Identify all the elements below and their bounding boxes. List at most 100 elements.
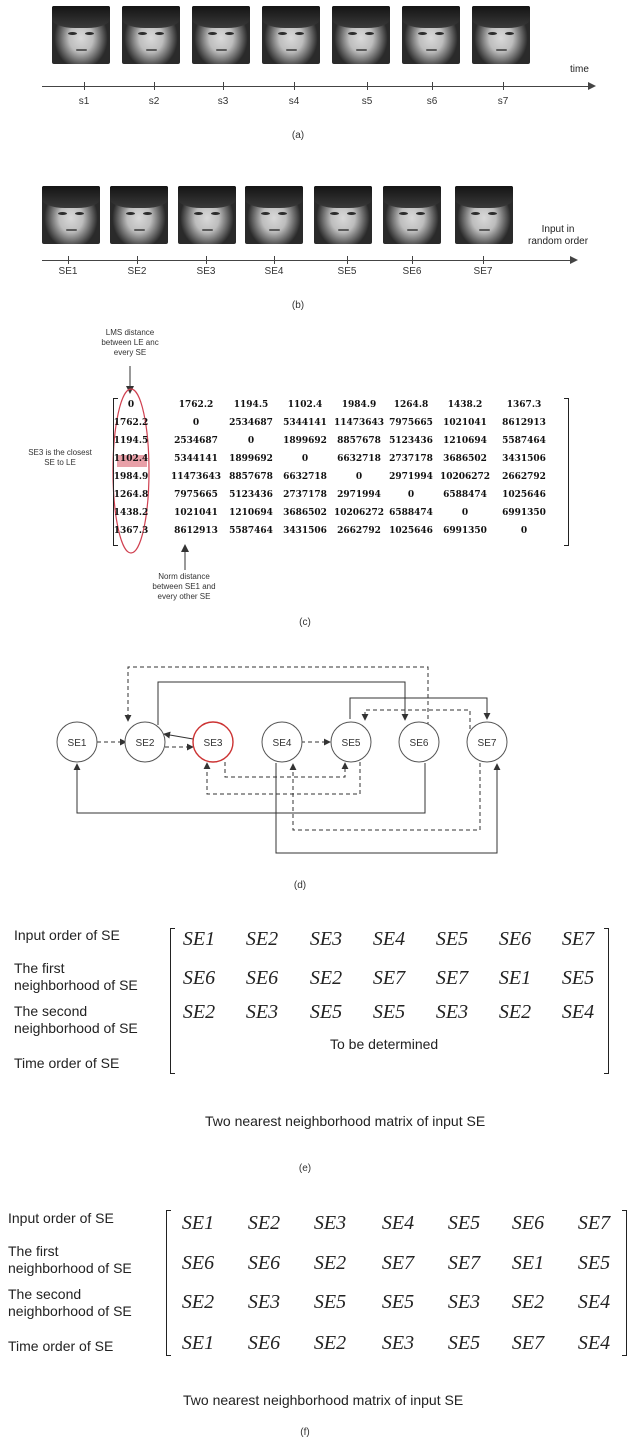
matrix-cell: 3431506 [502,454,546,464]
caption-a: (a) [291,130,305,141]
graph-node-label: SE7 [478,738,497,749]
face-mouth [269,229,280,231]
matrix-entry: SE1 [511,1252,545,1274]
matrix-cell: 11473643 [170,472,222,482]
graph-node [56,721,98,763]
face-mouth [76,49,87,51]
highlight-cell [117,455,147,467]
face-eye-left [58,212,67,215]
matrix-entry: SE6 [245,967,279,989]
row-label-line: Input order of SE [14,927,120,943]
face-hair [455,186,513,208]
face-eye-right [416,212,425,215]
face-eye-right [347,212,356,215]
matrix-cell: 2662792 [337,526,381,536]
face-eye-left [126,212,135,215]
face-hair [245,186,303,208]
matrix-cell: 10206272 [333,508,385,518]
matrix-cell: 0 [127,400,135,410]
face-mouth [202,229,213,231]
matrix-entry: SE5 [372,1001,406,1023]
row-label-line: The first [8,1243,59,1259]
edge-se3-se5-dashed [224,762,349,778]
face-eye-left [399,212,408,215]
face-eye-left [68,32,77,35]
matrix-entry: SE2 [182,1001,216,1023]
graph-node [192,721,234,763]
lms-arrow-head [126,386,134,394]
matrix-cell: 8612913 [174,526,218,536]
norm-note-line-1: Norm distance [158,572,210,581]
matrix-cell: 1762.2 [113,418,149,428]
closest-note-line-2: SE to LE [44,458,76,467]
matrix-entry: SE5 [313,1291,347,1313]
axis-tick [84,82,85,90]
matrix-cell: 1025646 [502,490,546,500]
caption-b: (b) [291,300,305,311]
matrix-cell: 1194.5 [113,436,149,446]
matrix-entry: SE6 [511,1212,545,1234]
matrix-entry: SE4 [577,1291,611,1313]
axis-tick [294,82,295,90]
matrix-entry: SE2 [511,1291,545,1313]
matrix-entry: SE6 [247,1332,281,1354]
face-image [472,6,530,64]
matrix-cell: 7975665 [389,418,433,428]
matrix-entry: SE2 [181,1291,215,1313]
matrix-entry: SE3 [447,1291,481,1313]
matrix-entry: SE3 [245,1001,279,1023]
face-eye-right [85,32,94,35]
matrix-entry: SE7 [577,1212,611,1234]
graph-node-label: SE4 [273,738,292,749]
axis-tick-label: s3 [217,96,229,107]
edge-se2-se6 [157,681,409,725]
face-mouth [356,49,367,51]
face-mouth [286,49,297,51]
matrix-cell: 1021041 [443,418,487,428]
matrix-entry: SE5 [447,1212,481,1234]
face-mouth [216,49,227,51]
matrix-cell: 6632718 [283,472,327,482]
axis-tick-label: s2 [148,96,160,107]
matrix-cell: 0 [355,472,363,482]
matrix-entry: SE5 [447,1332,481,1354]
matrix-entry: SE5 [561,967,595,989]
matrix-entry: SE1 [182,928,216,950]
matrix-cell: 6632718 [337,454,381,464]
matrix-entry: SE2 [313,1332,347,1354]
closest-note-line-1: SE3 is the closest [28,448,92,457]
row-label-line: The first [14,960,65,976]
matrix-e-bracket-right [604,928,609,1074]
row-label-line: Time order of SE [8,1338,114,1354]
face-eye-left [208,32,217,35]
matrix-entry: SE4 [372,928,406,950]
row-label-line: neighborhood of SE [8,1303,132,1319]
matrix-entry: SE6 [181,1252,215,1274]
matrix-cell: 1194.5 [233,400,269,410]
matrix-cell: 10206272 [439,472,491,482]
graph-node-label: SE2 [136,738,155,749]
axis-tick [137,256,138,264]
axis-tick [154,82,155,90]
matrix-cell: 2971994 [389,472,433,482]
face-hair [472,6,530,28]
axis-tick-label: SE7 [473,266,493,277]
matrix-entry: SE2 [498,1001,532,1023]
face-image [455,186,513,244]
axis-tick [503,82,504,90]
axis-tick-label: SE5 [337,266,357,277]
matrix-cell: 5344141 [174,454,218,464]
matrix-cell: 1367.3 [506,400,542,410]
face-hair [402,6,460,28]
pending-label: To be determined [330,1036,439,1052]
axis-tick [483,256,484,264]
axis-tick [412,256,413,264]
matrix-entry: SE2 [245,928,279,950]
matrix-cell: 0 [247,436,255,446]
axis-tick-label: s4 [288,96,300,107]
matrix-cell: 5123436 [389,436,433,446]
matrix-cell: 0 [520,526,528,536]
